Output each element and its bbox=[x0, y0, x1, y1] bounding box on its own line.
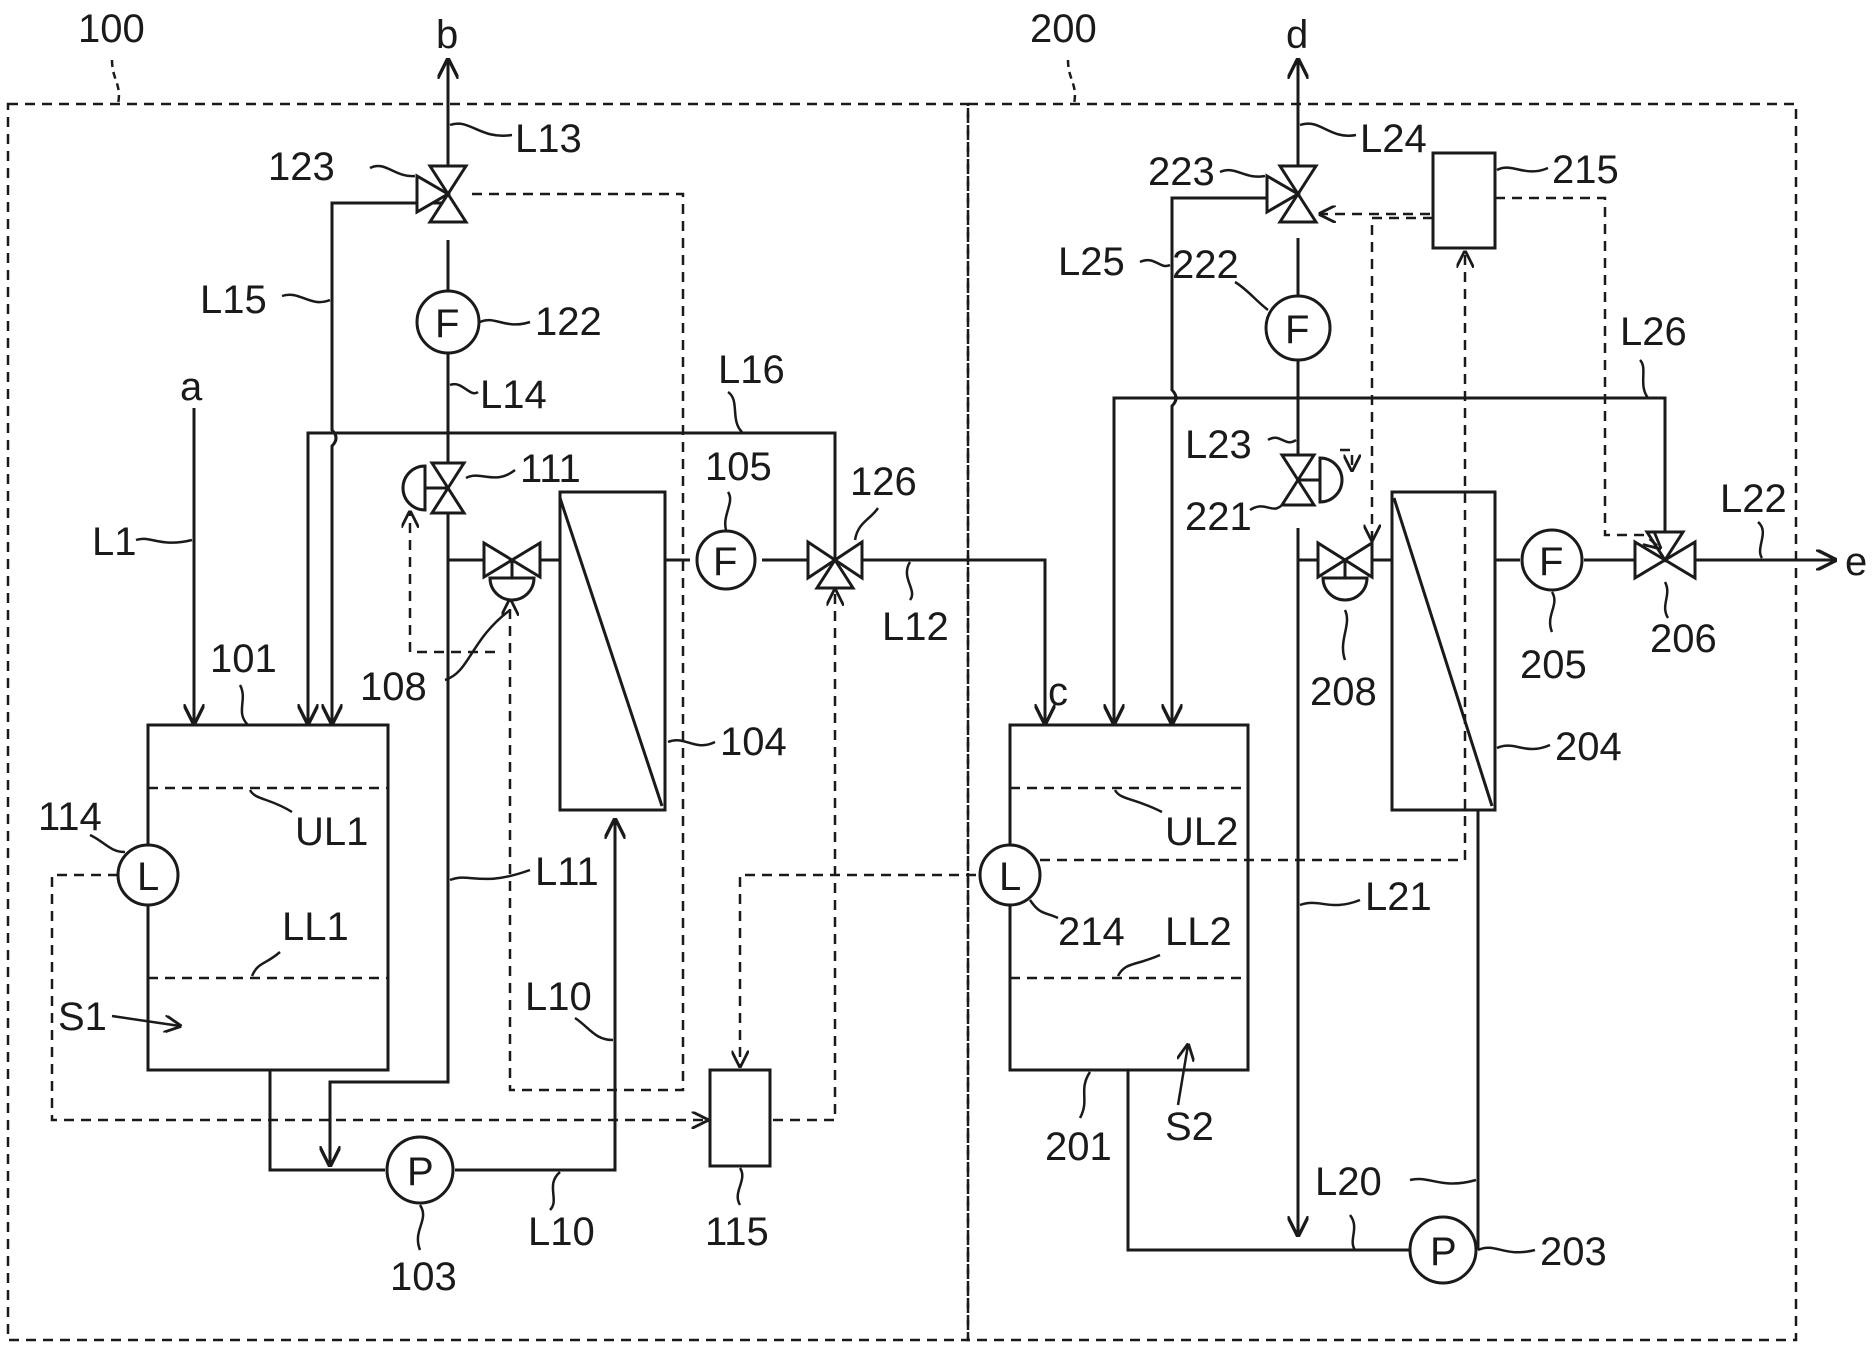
component-122-label: 122 bbox=[535, 300, 602, 344]
line-L23-label: L23 bbox=[1185, 423, 1252, 467]
component-108-label: 108 bbox=[360, 665, 427, 709]
line-L20-label: L20 bbox=[1315, 1160, 1382, 1204]
svg-text:F: F bbox=[1539, 540, 1563, 584]
three-way-valve-123 bbox=[417, 166, 466, 222]
unit-100-label: 100 bbox=[78, 7, 145, 51]
line-L12-label: L12 bbox=[882, 605, 949, 649]
component-204-label: 204 bbox=[1555, 725, 1622, 769]
component-104-label: 104 bbox=[720, 720, 787, 764]
labels: a b c d e L1 L13 L14 L15 L16 L11 L10 L10… bbox=[38, 13, 1867, 1299]
svg-text:P: P bbox=[1430, 1230, 1457, 1274]
component-114-label: 114 bbox=[38, 795, 102, 839]
tank-101 bbox=[148, 725, 388, 1070]
component-221-label: 221 bbox=[1185, 495, 1252, 539]
stream-e-label: e bbox=[1845, 540, 1867, 584]
zone-S1-label: S1 bbox=[58, 995, 107, 1039]
level-LL1-label: LL1 bbox=[282, 905, 349, 949]
level-UL1-label: UL1 bbox=[295, 810, 368, 854]
line-L22-label: L22 bbox=[1720, 477, 1787, 521]
stream-a-label: a bbox=[180, 365, 203, 409]
level-UL2-label: UL2 bbox=[1165, 810, 1238, 854]
line-L10-label-lower: L10 bbox=[528, 1210, 595, 1254]
component-126-label: 126 bbox=[850, 460, 917, 504]
svg-text:F: F bbox=[1285, 308, 1309, 352]
line-L16-label: L16 bbox=[718, 348, 785, 392]
line-L25-label: L25 bbox=[1058, 240, 1125, 284]
unit-100-boundary bbox=[8, 104, 968, 1340]
control-valve-208 bbox=[1318, 543, 1372, 600]
component-101-label: 101 bbox=[210, 637, 277, 681]
line-L24-label: L24 bbox=[1360, 117, 1427, 161]
control-valve-111 bbox=[403, 463, 464, 513]
three-way-valve-206 bbox=[1635, 532, 1695, 578]
component-208-label: 208 bbox=[1310, 670, 1377, 714]
three-way-valve-223 bbox=[1267, 166, 1316, 222]
component-203-label: 203 bbox=[1540, 1230, 1607, 1274]
unit-200-label: 200 bbox=[1030, 7, 1097, 51]
svg-text:F: F bbox=[713, 540, 737, 584]
component-206-label: 206 bbox=[1650, 617, 1717, 661]
svg-text:L: L bbox=[999, 855, 1021, 899]
component-115-label: 115 bbox=[705, 1210, 769, 1254]
membrane-module-104 bbox=[560, 492, 665, 810]
control-valve-108 bbox=[484, 543, 540, 600]
component-223-label: 223 bbox=[1148, 150, 1215, 194]
svg-text:P: P bbox=[407, 1150, 434, 1194]
component-123-label: 123 bbox=[268, 145, 335, 189]
control-valve-221 bbox=[1282, 455, 1342, 505]
stream-c-label: c bbox=[1048, 670, 1068, 714]
zone-S2-label: S2 bbox=[1165, 1105, 1214, 1149]
line-L11-label: L11 bbox=[535, 850, 599, 894]
component-111-label: 111 bbox=[520, 447, 581, 491]
level-LL2-label: LL2 bbox=[1165, 910, 1232, 954]
component-215-label: 215 bbox=[1552, 148, 1619, 192]
controller-115 bbox=[710, 1070, 770, 1166]
line-L26-label: L26 bbox=[1620, 310, 1687, 354]
line-L1-label: L1 bbox=[92, 520, 137, 564]
component-205-label: 205 bbox=[1520, 643, 1587, 687]
component-214-label: 214 bbox=[1058, 910, 1125, 954]
line-L10-label-upper: L10 bbox=[525, 975, 592, 1019]
line-L13-label: L13 bbox=[515, 117, 582, 161]
stream-d-label: d bbox=[1286, 13, 1308, 57]
component-103-label: 103 bbox=[390, 1255, 457, 1299]
line-L14-label: L14 bbox=[480, 373, 547, 417]
component-222-label: 222 bbox=[1172, 243, 1239, 287]
tank-201 bbox=[1010, 725, 1248, 1070]
controller-215 bbox=[1433, 153, 1495, 248]
component-105-label: 105 bbox=[705, 445, 772, 489]
line-L15-label: L15 bbox=[200, 278, 267, 322]
component-201-label: 201 bbox=[1045, 1125, 1112, 1169]
line-L21-label: L21 bbox=[1365, 875, 1432, 919]
stream-b-label: b bbox=[436, 13, 458, 57]
svg-text:L: L bbox=[137, 855, 159, 899]
svg-text:F: F bbox=[435, 302, 459, 346]
